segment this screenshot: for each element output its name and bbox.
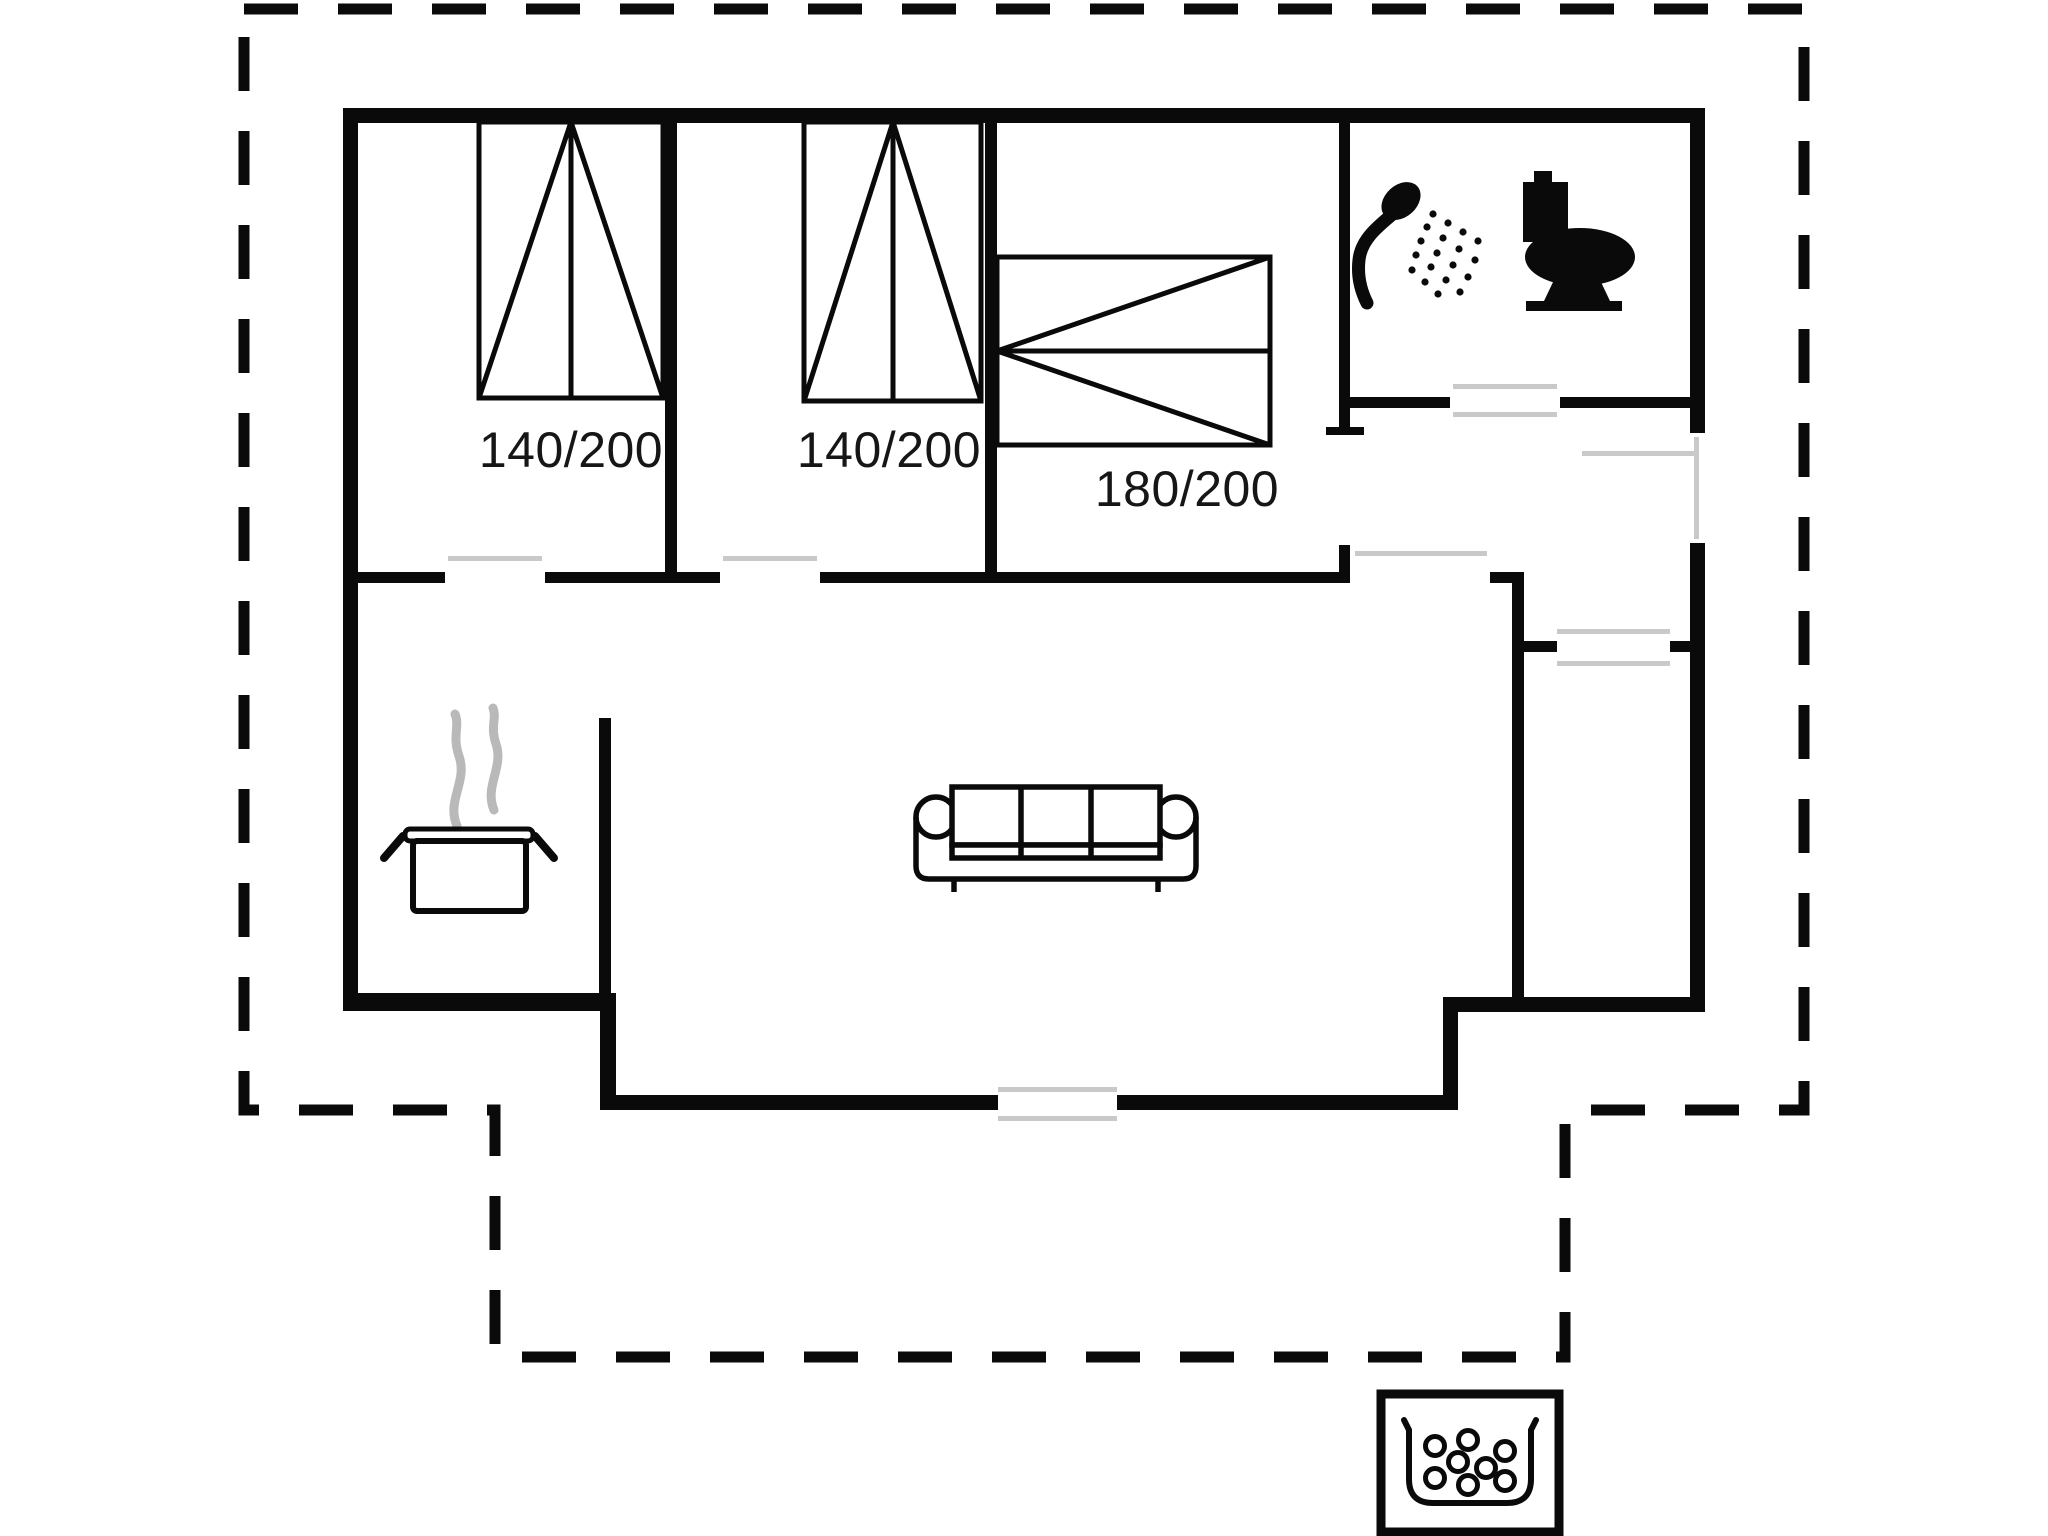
double-bed-icon xyxy=(994,254,1273,448)
terrace-dashed-outline xyxy=(238,3,1810,1363)
wall-exterior-right-upper xyxy=(1690,108,1705,433)
hot-tub-basin xyxy=(1401,1417,1539,1506)
toilet-icon xyxy=(1523,171,1635,311)
patio-door-marker-bottom xyxy=(998,1116,1117,1121)
pot-handle-left xyxy=(380,832,407,862)
bedroom2-door-marker xyxy=(723,556,817,561)
wall-exterior-step-right xyxy=(1443,1000,1458,1110)
patio-door-marker-top xyxy=(998,1087,1117,1092)
steam-icon xyxy=(449,703,503,831)
utility-window-marker-top xyxy=(1557,629,1670,634)
bed-fold-line-right xyxy=(890,121,984,402)
utility-window-marker-bottom xyxy=(1557,661,1670,666)
toilet-button xyxy=(1534,171,1552,182)
steam-wisp-left xyxy=(449,709,466,831)
bed-3-size-label: 180/200 xyxy=(1095,461,1279,517)
living-room xyxy=(913,784,1199,892)
bed-fold-line-left xyxy=(801,121,896,402)
bedroom-2: 140/200 xyxy=(797,119,984,478)
sofa-icon xyxy=(913,784,1199,892)
wall-hall-vertical xyxy=(1512,572,1524,1000)
bed-1-size-label: 140/200 xyxy=(479,422,663,478)
wall-kitchen-divider xyxy=(599,718,611,1002)
wall-exterior-left xyxy=(343,108,358,1011)
bathroom-door-marker-outer xyxy=(1453,412,1557,417)
wall-exterior-step-left xyxy=(600,993,616,1110)
wall-bathroom-left-endcap xyxy=(1326,427,1364,435)
entrance-door-leaf-marker xyxy=(1582,451,1694,456)
entrance-threshold-marker xyxy=(1694,437,1699,539)
interior-walls xyxy=(350,120,1698,1002)
hall-door-marker xyxy=(1355,551,1487,556)
hot-tub-bubbles xyxy=(1423,1428,1517,1497)
wall-exterior-kitchen-bottom xyxy=(343,993,615,1011)
cooking-pot-icon xyxy=(380,826,558,914)
wall-exterior-hall-bottom xyxy=(1443,997,1705,1012)
wall-bedroom2-bedroom3-divider xyxy=(985,120,997,583)
double-bed-icon xyxy=(801,119,984,404)
toilet-foot xyxy=(1526,301,1622,311)
bed-fold-line-bottom xyxy=(996,348,1271,448)
wall-bedrooms-bottom-c xyxy=(820,572,1350,583)
wall-exterior-top xyxy=(343,108,1705,123)
hot-tub-icon xyxy=(1401,1417,1539,1506)
wall-bedrooms-bottom-b xyxy=(545,572,720,583)
bathroom xyxy=(1352,171,1635,311)
wall-utility-stub-left xyxy=(1512,641,1557,652)
pot-handle-right xyxy=(531,832,558,862)
pot-body xyxy=(410,838,529,914)
exterior-walls xyxy=(343,108,1705,1110)
wall-exterior-right-lower xyxy=(1690,543,1705,1012)
wall-bedrooms-bottom-a xyxy=(350,572,445,583)
wall-hall-corner-horizontal xyxy=(1490,572,1523,583)
shower-spray-drops xyxy=(1408,210,1482,298)
wall-bathroom-left xyxy=(1339,120,1350,427)
hot-tub xyxy=(1376,1389,1564,1536)
wall-exterior-livingroom-bottom-left xyxy=(600,1095,998,1110)
sofa-body-outline xyxy=(913,817,1199,882)
bedroom1-door-marker xyxy=(448,556,542,561)
wall-bedroom1-bedroom2-divider xyxy=(665,120,677,583)
toilet-pedestal xyxy=(1544,280,1610,301)
double-bed-icon xyxy=(476,119,666,401)
sofa-seat-edge xyxy=(949,842,1163,861)
toilet-bowl xyxy=(1525,228,1635,286)
wall-utility-stub-right xyxy=(1670,641,1698,652)
steam-wisp-right xyxy=(486,703,503,815)
sofa-back-cushions xyxy=(949,784,1163,848)
bedroom-3: 180/200 xyxy=(994,254,1279,517)
bed-fold-line-right xyxy=(568,121,666,399)
shower-icon xyxy=(1352,182,1482,310)
bed-fold-line-top xyxy=(996,254,1271,354)
wall-bathroom-bottom-left xyxy=(1339,397,1450,408)
bed-2-size-label: 140/200 xyxy=(797,422,981,478)
terrace-boundary xyxy=(238,3,1810,1363)
shower-hose xyxy=(1352,206,1401,310)
wall-exterior-livingroom-bottom-right xyxy=(1117,1095,1458,1110)
bedroom-1: 140/200 xyxy=(476,119,666,478)
kitchen xyxy=(380,703,558,914)
wall-hall-door-jamb xyxy=(1339,545,1350,572)
bathroom-door-marker-inner xyxy=(1453,384,1557,389)
door-markers xyxy=(448,384,1699,1121)
wall-bathroom-bottom-right xyxy=(1560,397,1698,408)
bed-fold-line-left xyxy=(476,121,574,399)
